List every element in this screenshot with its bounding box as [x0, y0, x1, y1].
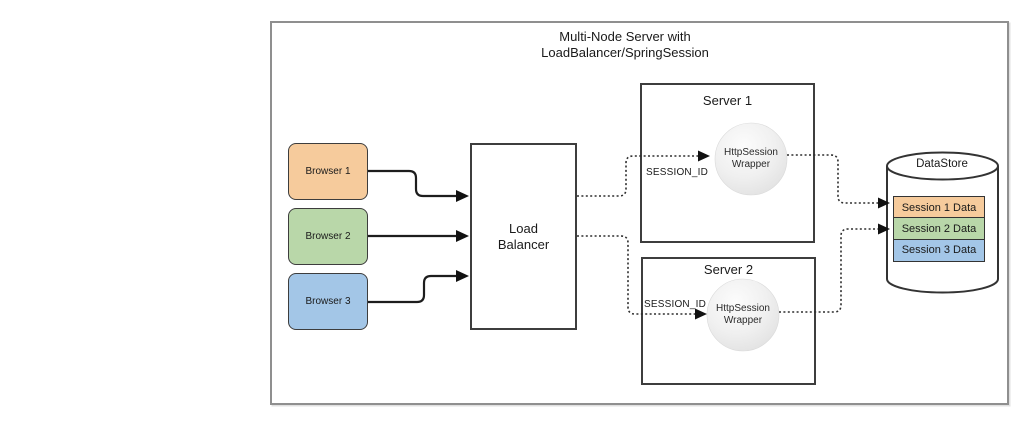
diagram-container-box: [270, 21, 1009, 405]
session-2-data-label: Session 2 Data: [901, 222, 977, 235]
browser-1-label: Browser 1: [305, 166, 351, 177]
browser-3-node: Browser 3: [288, 273, 368, 330]
server-2-box: [641, 257, 816, 385]
server-1-session-id-label: SESSION_ID: [646, 167, 709, 178]
load-balancer-label: Load Balancer: [497, 220, 550, 252]
server-2-title: Server 2: [703, 262, 754, 277]
server-2-httpsession-wrapper-label: HttpSession Wrapper: [716, 303, 770, 326]
session-2-data-row: Session 2 Data: [893, 217, 985, 241]
datastore-title: DataStore: [916, 158, 968, 170]
server-1-httpsession-wrapper-label: HttpSession Wrapper: [724, 147, 778, 170]
browser-1-node: Browser 1: [288, 143, 368, 200]
diagram-title: Multi-Node Server with LoadBalancer/Spri…: [541, 29, 709, 60]
datastore-rows: Session 1 Data Session 2 Data Session 3 …: [893, 196, 985, 262]
session-1-data-label: Session 1 Data: [901, 201, 977, 214]
session-3-data-label: Session 3 Data: [901, 244, 977, 257]
session-1-data-row: Session 1 Data: [893, 196, 985, 219]
server-1-title: Server 1: [702, 93, 753, 108]
browser-3-label: Browser 3: [305, 296, 351, 307]
load-balancer-node: Load Balancer: [470, 143, 577, 330]
session-3-data-row: Session 3 Data: [893, 238, 985, 262]
browser-2-label: Browser 2: [305, 231, 351, 242]
server-2-session-id-label: SESSION_ID: [644, 299, 707, 310]
browser-2-node: Browser 2: [288, 208, 368, 265]
